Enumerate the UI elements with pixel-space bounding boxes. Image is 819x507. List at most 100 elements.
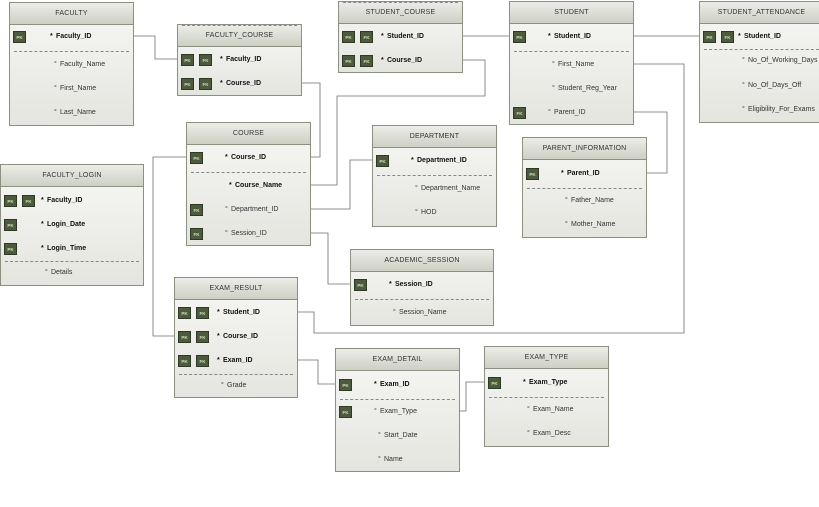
field-row[interactable]: PK*Parent_ID [523, 167, 646, 181]
field-row[interactable]: FK°Parent_ID [510, 106, 633, 120]
field-name: Student_ID [554, 33, 591, 40]
field-row[interactable]: PK*Faculty_ID [10, 30, 133, 44]
pk-badge: PK [4, 219, 17, 231]
field-row[interactable]: PK*Course_ID [187, 151, 310, 165]
entity-exam-detail[interactable]: EXAM_DETAIL PK*Exam_ID FK°Exam_Type °Start_… [335, 348, 460, 472]
entity-exam-type[interactable]: EXAM_TYPE PK*Exam_Type °Exam_Name °Exam_Des… [484, 346, 609, 447]
optional-marker: ° [552, 85, 555, 92]
required-marker: * [411, 157, 414, 164]
field-row[interactable]: PK*Exam_Type [485, 376, 608, 390]
entity-title: DEPARTMENT [373, 126, 496, 148]
field-name: Exam_ID [380, 381, 410, 388]
field-name: Faculty_ID [56, 33, 92, 40]
field-row[interactable]: °HOD [373, 206, 496, 220]
field-row[interactable]: PK*Department_ID [373, 154, 496, 168]
field-name: Login_Time [47, 245, 87, 252]
key-separator [343, 2, 458, 3]
entity-title: EXAM_RESULT [175, 278, 297, 300]
field-row[interactable]: PK*Login_Date [1, 218, 143, 232]
field-row[interactable]: PK*Login_Time [1, 242, 143, 256]
field-row[interactable]: °No_Of_Working_Days [700, 54, 819, 68]
required-marker: * [381, 57, 384, 64]
entity-title: FACULTY_LOGIN [1, 165, 143, 187]
optional-marker: ° [54, 61, 57, 68]
field-row[interactable]: °No_Of_Days_Off [700, 79, 819, 93]
pk-badge: PK [178, 331, 191, 343]
optional-marker: ° [552, 61, 555, 68]
optional-marker: ° [527, 406, 530, 413]
field-row[interactable]: *Course_Name [187, 179, 310, 193]
entity-academic-session[interactable]: ACADEMIC_SESSION PK*Session_ID °Session_Na… [350, 249, 494, 326]
field-name: Faculty_ID [226, 56, 262, 63]
field-row[interactable]: °Last_Name [10, 106, 133, 120]
field-row[interactable]: °Faculty_Name [10, 58, 133, 72]
required-marker: * [389, 281, 392, 288]
entity-title: FACULTY [10, 3, 133, 25]
field-name: First_Name [60, 85, 97, 92]
field-row[interactable]: FK°Exam_Type [336, 405, 459, 419]
entity-title: EXAM_TYPE [485, 347, 608, 369]
field-row[interactable]: FK°Department_ID [187, 203, 310, 217]
rel-department-course [311, 159, 372, 210]
field-row[interactable]: °Start_Date [336, 429, 459, 443]
field-name: No_Of_Days_Off [748, 82, 802, 89]
field-row[interactable]: PK*Session_ID [351, 278, 493, 292]
field-row[interactable]: °Student_Reg_Year [510, 82, 633, 96]
field-row[interactable]: °Session_Name [351, 306, 493, 320]
field-row[interactable]: °Father_Name [523, 194, 646, 208]
field-row[interactable]: PK*Student_ID [510, 30, 633, 44]
entity-title: EXAM_DETAIL [336, 349, 459, 371]
fk-badge: FK [339, 406, 352, 418]
field-row[interactable]: °First_Name [510, 58, 633, 72]
field-name: Exam_Name [533, 406, 574, 413]
field-name: Father_Name [571, 197, 614, 204]
required-marker: * [217, 309, 220, 316]
field-row[interactable]: °First_Name [10, 82, 133, 96]
fk-badge: FK [22, 195, 35, 207]
field-row[interactable]: °Department_Name [373, 182, 496, 196]
field-row[interactable]: °Exam_Desc [485, 427, 608, 441]
field-row[interactable]: °Eligibility_For_Exams [700, 103, 819, 117]
field-row[interactable]: °Details [1, 266, 143, 280]
field-row[interactable]: FK°Session_ID [187, 227, 310, 241]
rel-exam-detail-exam-result [298, 359, 335, 385]
field-row[interactable]: PK*Exam_ID [336, 378, 459, 392]
field-row[interactable]: °Mother_Name [523, 218, 646, 232]
field-row[interactable]: °Grade [175, 379, 297, 393]
field-row[interactable]: °Name [336, 453, 459, 467]
optional-marker: ° [378, 432, 381, 439]
optional-marker: ° [742, 82, 745, 89]
required-marker: * [217, 333, 220, 340]
entity-title: FACULTY_COURSE [178, 25, 301, 47]
pk-badge: PK [376, 155, 389, 167]
field-name: HOD [421, 209, 437, 216]
pk-badge: PK [13, 31, 26, 43]
entity-title: ACADEMIC_SESSION [351, 250, 493, 272]
field-name: Course_ID [226, 80, 262, 87]
optional-marker: ° [415, 185, 418, 192]
field-name: Faculty_Name [60, 61, 106, 68]
optional-marker: ° [221, 382, 224, 389]
field-row[interactable]: °Exam_Name [485, 403, 608, 417]
required-marker: * [561, 170, 564, 177]
key-separator [340, 398, 455, 400]
